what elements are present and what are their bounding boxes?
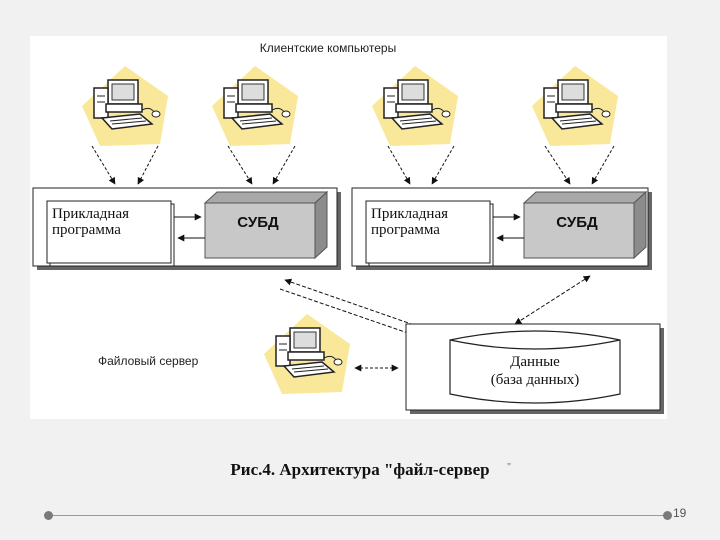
- caption-closing-quote: ": [507, 462, 512, 473]
- database-storage: Данные (база данных): [405, 323, 664, 414]
- client-computer-3: [371, 66, 459, 146]
- client-computer-1: [81, 66, 169, 146]
- client-node-1: Прикладная программа СУБД: [32, 187, 341, 270]
- footer-divider: [53, 515, 666, 516]
- storage-label-line1: Данные: [510, 354, 560, 370]
- app-program-label-line2: программа: [52, 222, 121, 238]
- client-node-2: Прикладная программа СУБД: [351, 187, 652, 270]
- dbms-label: СУБД: [237, 214, 279, 231]
- file-server-computer: [263, 314, 351, 394]
- app-program-label-line1: Прикладная: [371, 206, 448, 222]
- dbms-label: СУБД: [556, 214, 598, 231]
- app-program-label-line1: Прикладная: [52, 206, 129, 222]
- architecture-diagram: Клиентские компьютеры: [30, 36, 667, 419]
- client-computer-4: [531, 66, 619, 146]
- desktop-computer-icon: [211, 66, 299, 146]
- desktop-computer-icon: [371, 66, 459, 146]
- desktop-computer-icon: [263, 314, 351, 394]
- storage-label-line2: (база данных): [491, 372, 580, 388]
- desktop-computer-icon: [531, 66, 619, 146]
- page-number: 19: [673, 506, 687, 520]
- file-server-label: Файловый сервер: [98, 354, 199, 368]
- app-program-label-line2: программа: [371, 222, 440, 238]
- desktop-computer-icon: [81, 66, 169, 146]
- client-arrows: [91, 145, 615, 185]
- footer-left-dot: [44, 511, 53, 520]
- client-computer-2: [211, 66, 299, 146]
- footer-right-dot: [663, 511, 672, 520]
- figure-caption: Рис.4. Архитектура "файл-сервер: [230, 460, 490, 479]
- clients-label: Клиентские компьютеры: [260, 41, 396, 55]
